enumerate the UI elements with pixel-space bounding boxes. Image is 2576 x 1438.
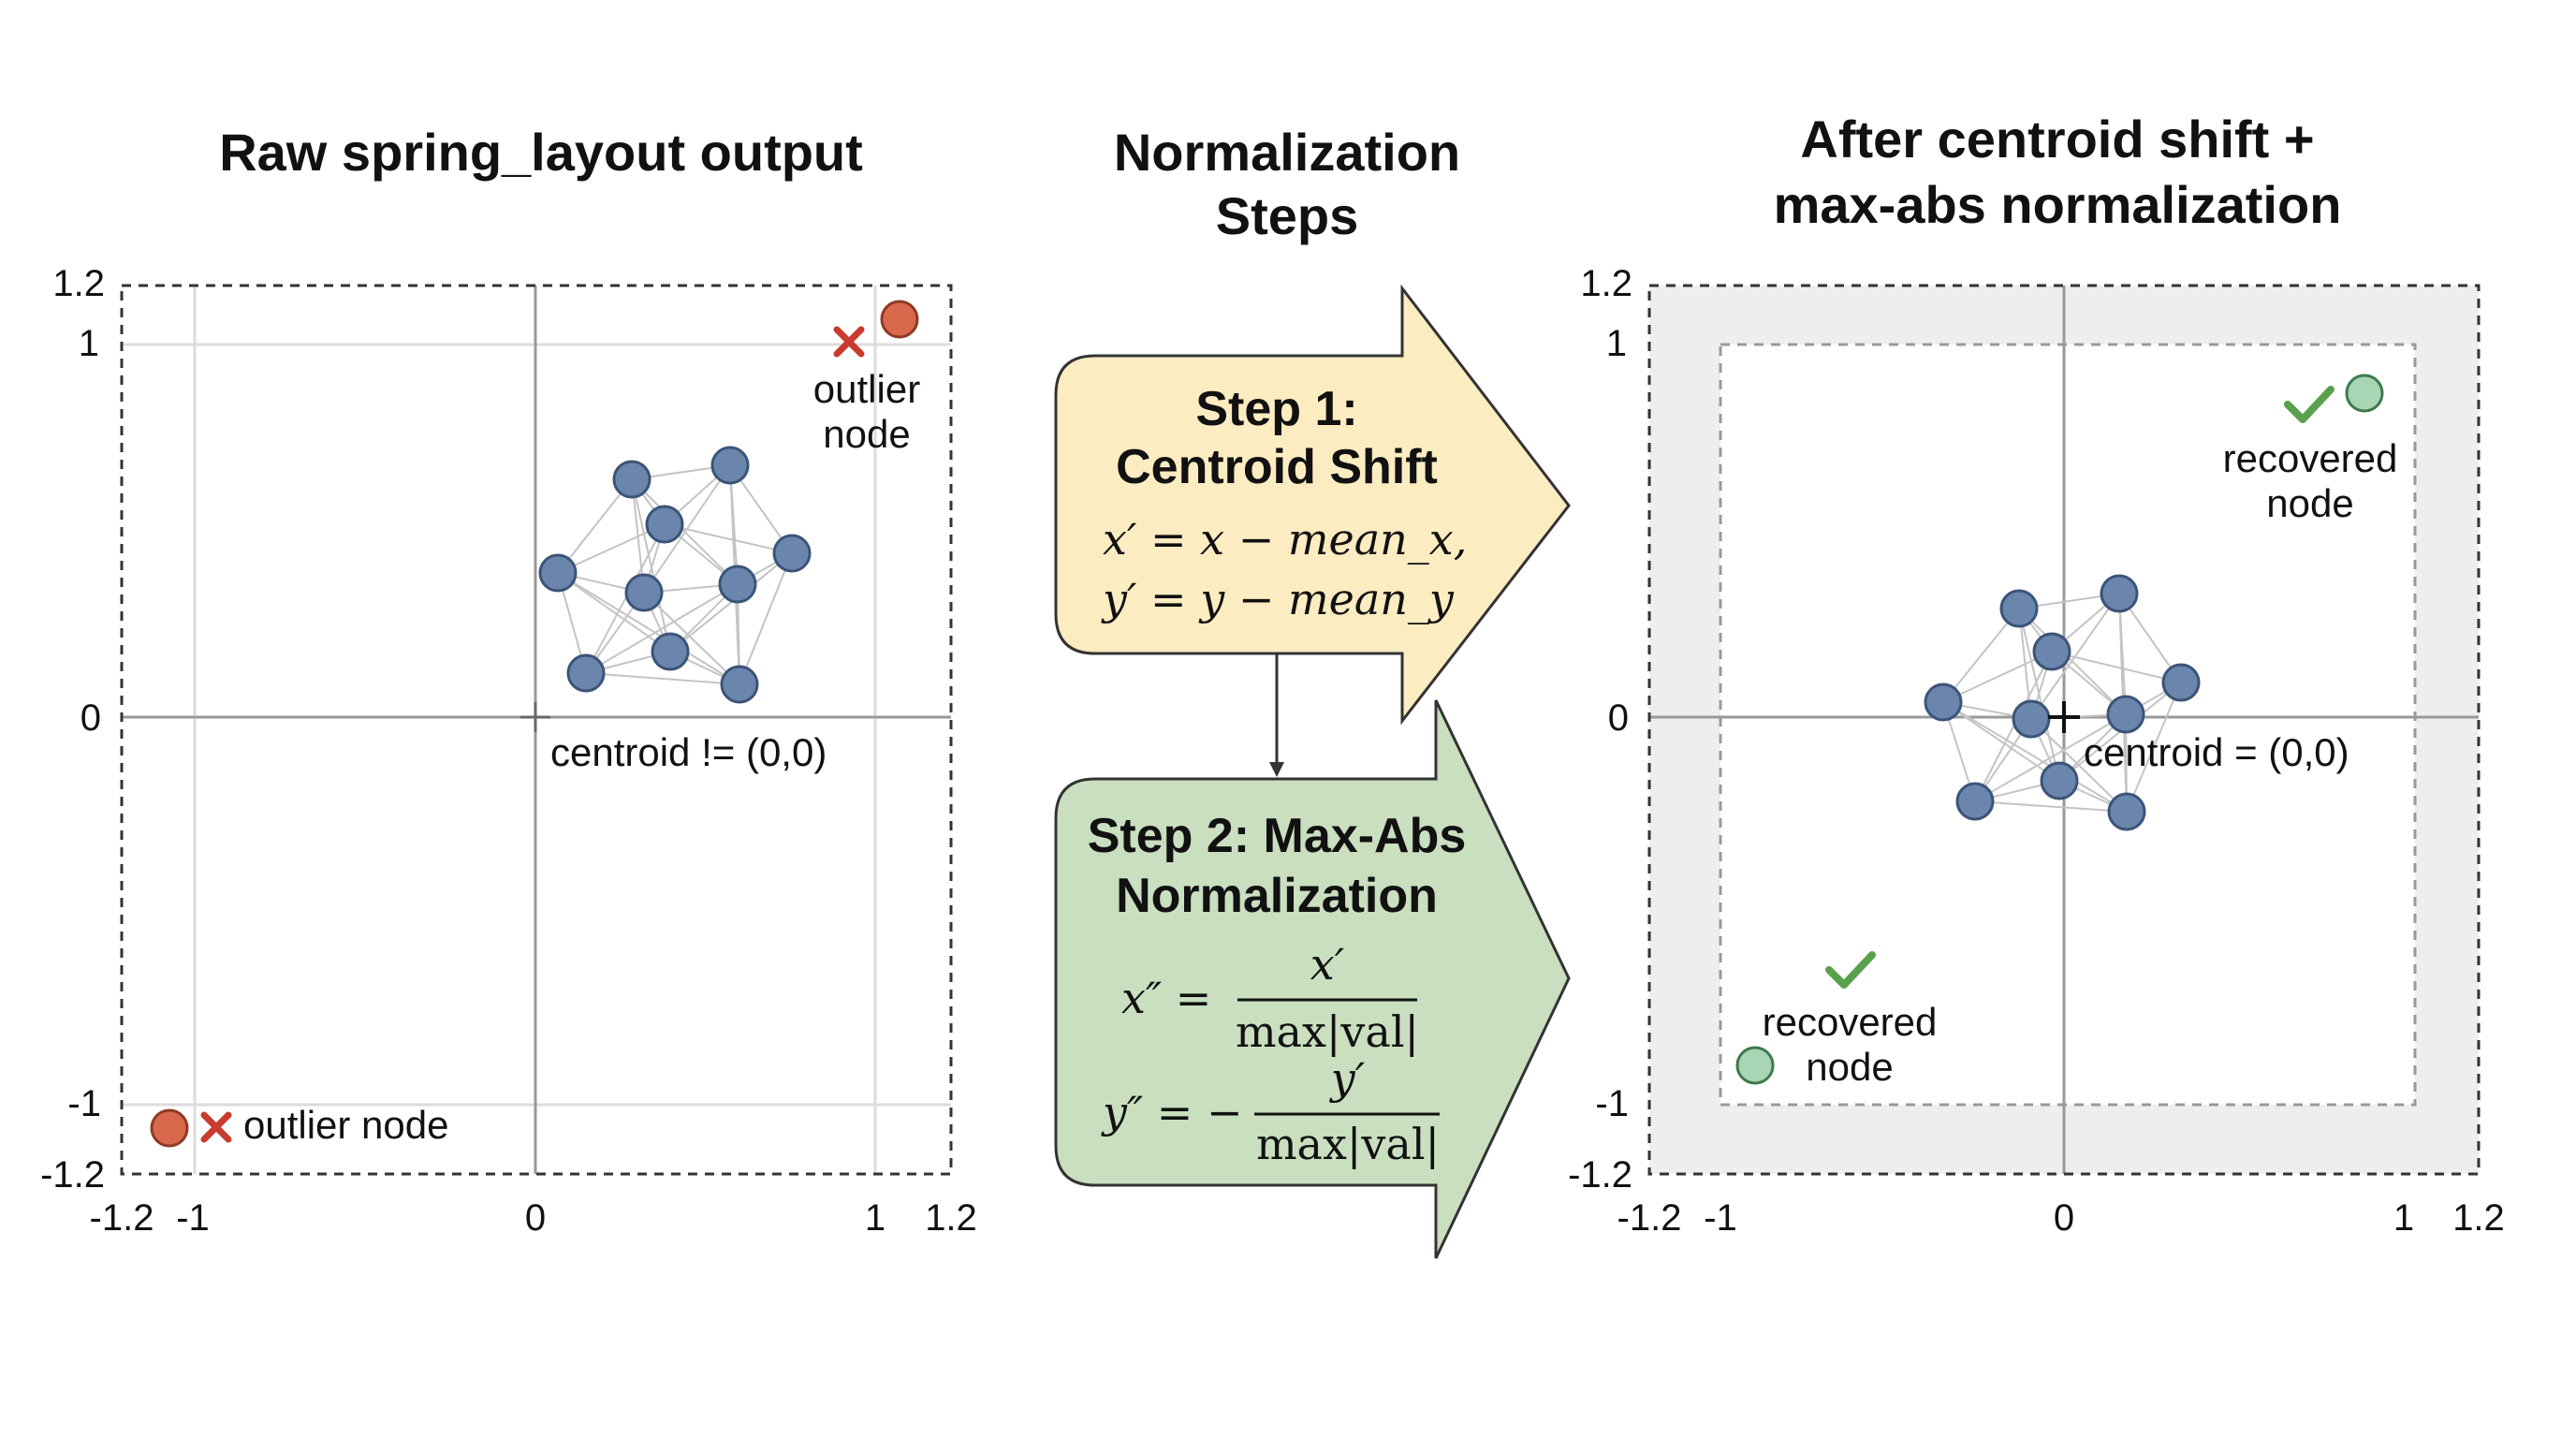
- cross-icon: [833, 326, 865, 358]
- graph-node: [2012, 699, 2051, 739]
- step2-arrow-shape: [1054, 699, 1571, 1259]
- right-unit-box: [1719, 343, 2417, 1107]
- right-ytick: 1: [1606, 323, 1627, 364]
- step2-x-numerator: x′: [1310, 939, 1345, 990]
- right-cluster-nodes: [1924, 574, 2201, 831]
- middle-title-line2: Steps: [1216, 186, 1359, 245]
- graph-node: [2161, 663, 2201, 702]
- outlier-top-label: outlier: [813, 367, 920, 411]
- right-ytick: -1: [1595, 1083, 1629, 1124]
- graph-node: [772, 534, 812, 573]
- right-xtick: 1: [2393, 1197, 2414, 1239]
- graph-node: [718, 565, 757, 604]
- left-ytick: -1.2: [40, 1154, 105, 1196]
- outlier-node-bottom: [150, 1108, 189, 1148]
- centroid-label: centroid != (0,0): [550, 730, 827, 774]
- graph-node: [1924, 682, 1963, 722]
- step2-y-numerator: y′: [1329, 1053, 1366, 1104]
- step2-x-lhs: x″ =: [1121, 973, 1211, 1023]
- step1-arrow: Step 1: Centroid Shift x′ = x − mean_x, …: [1054, 284, 1571, 726]
- graph-node: [645, 505, 684, 544]
- checkmark-icon: [1825, 951, 1876, 989]
- left-ytick: 1: [79, 323, 99, 364]
- checkmark-icon: [2284, 386, 2334, 423]
- graph-node: [1955, 782, 1995, 821]
- left-xtick: 1.2: [925, 1197, 977, 1239]
- left-plot: 1.2 1 0 -1 -1.2 -1.2 -1 0 1 1.2: [40, 263, 977, 1239]
- step2-arrow: Step 2: Max-Abs Normalization x″ = x′ ma…: [1054, 699, 1571, 1259]
- recovered-top-label: recovered: [2223, 436, 2398, 480]
- right-ytick: -1.2: [1568, 1154, 1632, 1196]
- left-xtick: 0: [525, 1197, 546, 1239]
- right-xtick: -1.2: [1617, 1197, 1682, 1239]
- graph-node: [2100, 574, 2139, 613]
- graph-node: [2107, 792, 2146, 831]
- recovered-top-label: node: [2266, 481, 2353, 525]
- graph-node: [1999, 589, 2039, 628]
- recovered-node-bottom: [1735, 1046, 1775, 1085]
- step2-title: Normalization: [1116, 869, 1438, 923]
- recovered-node-top: [2345, 374, 2384, 413]
- graph-node: [538, 553, 578, 593]
- outlier-node-top: [880, 300, 919, 339]
- right-plot: 1.2 1 0 -1 -1.2 -1.2 -1 0 1 1.2: [1568, 263, 2505, 1239]
- step2-y-lhs: y″ = −: [1101, 1087, 1243, 1137]
- right-xtick: 1.2: [2452, 1197, 2505, 1239]
- cross-icon: [200, 1111, 232, 1143]
- graph-node: [2040, 761, 2079, 800]
- left-plot-frame: [120, 284, 953, 1176]
- recovered-bottom-label: recovered: [1763, 1000, 1938, 1044]
- step2-y-denominator: max|val|: [1256, 1119, 1440, 1169]
- left-xtick: 1: [865, 1197, 886, 1239]
- centroid-label: centroid = (0,0): [2084, 730, 2349, 774]
- right-xtick: 0: [2054, 1197, 2074, 1239]
- left-ytick: -1: [67, 1083, 101, 1124]
- recovered-bottom-label: node: [1806, 1045, 1893, 1089]
- graph-node: [566, 653, 606, 693]
- graph-node: [612, 460, 651, 499]
- connector-arrowhead: [1269, 762, 1284, 777]
- graph-node: [710, 446, 750, 485]
- outlier-top-label: node: [823, 412, 910, 456]
- graph-node: [2032, 632, 2071, 671]
- step1-title: Step 1:: [1195, 382, 1357, 436]
- graph-node: [624, 573, 664, 612]
- right-title-line1: After centroid shift +: [1800, 110, 2314, 169]
- graph-node: [720, 665, 759, 704]
- right-ytick: 1.2: [1580, 263, 1632, 304]
- right-plot-frame: [1647, 284, 2481, 1176]
- right-title-line2: max-abs normalization: [1774, 175, 2342, 234]
- right-xtick: -1: [1704, 1197, 1737, 1239]
- graph-node: [651, 632, 690, 671]
- step1-formula-x: x′ = x − mean_x,: [1103, 514, 1467, 565]
- step1-title: Centroid Shift: [1116, 440, 1438, 494]
- left-ytick: 0: [80, 697, 101, 739]
- left-cluster-nodes: [538, 446, 812, 704]
- step1-formula-y: y′ = y − mean_y: [1101, 574, 1455, 624]
- right-ytick: 0: [1608, 697, 1629, 739]
- left-xtick: -1.2: [90, 1197, 154, 1239]
- step1-arrow-shape: [1054, 284, 1571, 726]
- outlier-bottom-label: outlier node: [243, 1103, 449, 1147]
- left-panel-title: Raw spring_layout output: [219, 123, 863, 182]
- middle-title-line1: Normalization: [1114, 123, 1460, 182]
- step2-title: Step 2: Max-Abs: [1088, 809, 1467, 863]
- graph-node: [2106, 695, 2145, 734]
- left-ytick: 1.2: [52, 263, 105, 304]
- step2-x-denominator: max|val|: [1236, 1006, 1419, 1057]
- left-xtick: -1: [176, 1197, 210, 1239]
